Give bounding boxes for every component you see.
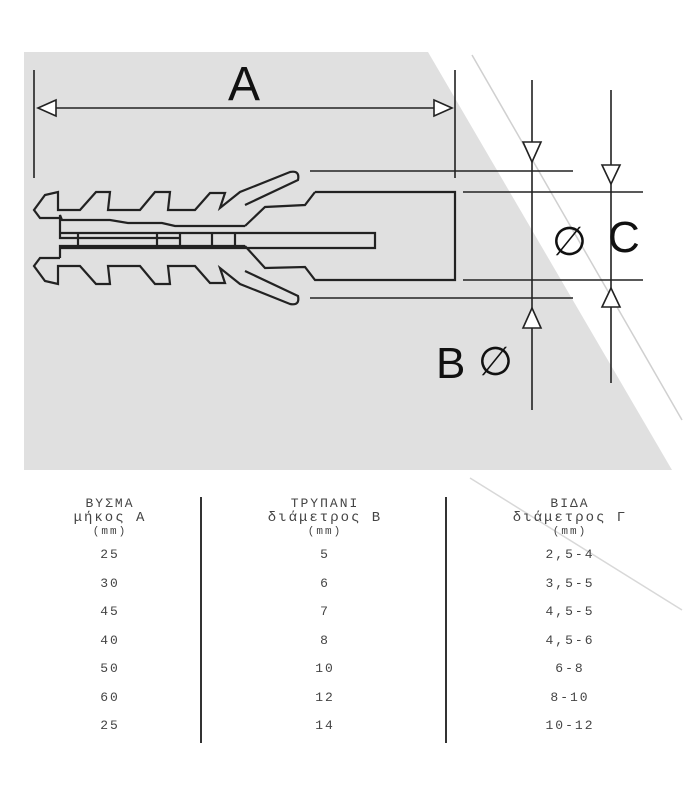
label-c: C xyxy=(608,213,640,262)
table-cell: 4,5-5 xyxy=(545,604,595,619)
column-plug-length: ΒΥΣΜΑ μήκος Α (mm) 25 30 45 40 50 60 25 xyxy=(20,497,200,741)
table-cell: 12 xyxy=(315,689,335,705)
column-unit: (mm) xyxy=(307,526,343,538)
column-divider xyxy=(445,497,447,743)
column-subtitle: διάμετρος Γ xyxy=(512,510,628,526)
wall-plug-outline xyxy=(32,170,457,306)
column-divider xyxy=(200,497,202,743)
table-cell: 14 xyxy=(315,718,335,733)
table-cell: 2,5-4 xyxy=(545,547,595,562)
column-subtitle: διάμετρος Β xyxy=(267,510,383,526)
column-screw-diameter: ΒΙΔΑ διάμετρος Γ (mm) 2,5-4 3,5-5 4,5-5 … xyxy=(450,497,690,741)
table-cell: 4,5-6 xyxy=(545,632,595,648)
column-unit: (mm) xyxy=(552,526,588,538)
table-cell: 40 xyxy=(100,632,120,648)
column-title: ΒΙΔΑ xyxy=(550,496,590,511)
decorative-diagonal xyxy=(469,477,683,611)
column-subtitle: μήκος Α xyxy=(73,510,147,526)
diameter-symbol: ∅ xyxy=(478,340,513,384)
gray-background xyxy=(24,52,672,470)
table-cell: 10 xyxy=(315,661,335,676)
table-cell: 25 xyxy=(100,718,120,733)
table-cell: 6-8 xyxy=(555,661,585,676)
table-cell: 7 xyxy=(320,604,330,619)
column-title: ΤΡΥΠΑΝΙ xyxy=(290,496,360,511)
table-cell: 6 xyxy=(320,575,330,591)
table-cell: 45 xyxy=(100,604,120,619)
table-cell: 50 xyxy=(100,661,120,676)
column-title: ΒΥΣΜΑ xyxy=(85,496,135,511)
label-a: A xyxy=(228,58,260,111)
dimension-a xyxy=(33,70,456,178)
table-cell: 3,5-5 xyxy=(545,575,595,591)
table-cell: 8 xyxy=(320,632,330,648)
table-cell: 60 xyxy=(100,689,120,705)
dimension-b xyxy=(310,80,643,410)
diameter-symbol: ∅ xyxy=(552,220,587,264)
table-cell: 8-10 xyxy=(550,689,590,705)
table-cell: 5 xyxy=(320,547,330,562)
column-drill-diameter: ΤΡΥΠΑΝΙ διάμετρος Β (mm) 5 6 7 8 10 12 1… xyxy=(205,497,445,741)
column-unit: (mm) xyxy=(92,526,128,538)
table-cell: 30 xyxy=(100,575,120,591)
table-cell: 25 xyxy=(100,547,120,562)
label-b: B xyxy=(436,339,465,388)
decorative-diagonal xyxy=(471,54,683,421)
table-cell: 10-12 xyxy=(545,718,595,733)
